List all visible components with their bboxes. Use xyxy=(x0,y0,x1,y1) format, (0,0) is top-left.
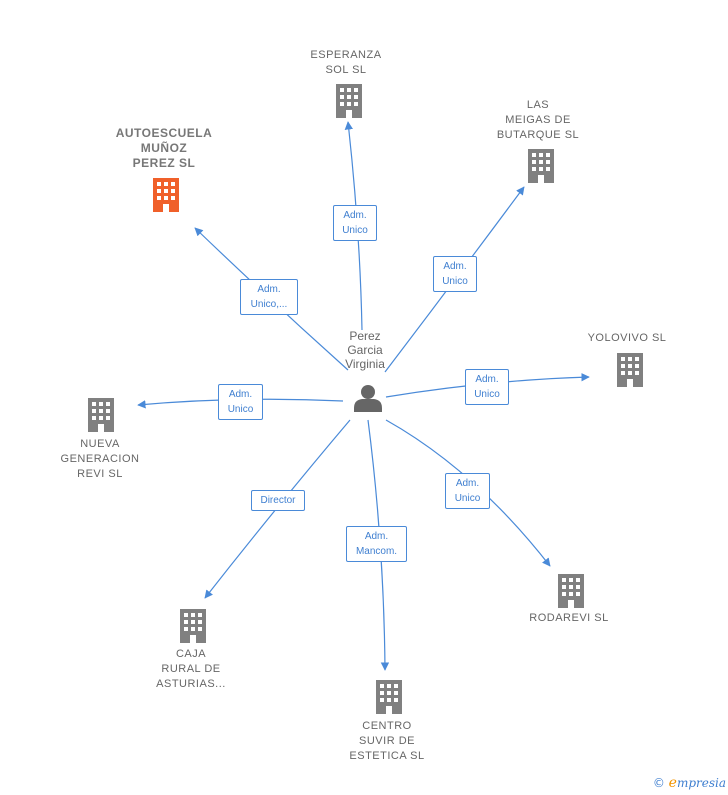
autoescuela-building-icon[interactable] xyxy=(153,178,179,212)
caja-building-icon[interactable] xyxy=(180,609,206,643)
company-label-centro[interactable]: CENTRO SUVIR DE ESTETICA SL xyxy=(349,720,425,762)
yolovivo-building-icon[interactable] xyxy=(617,353,643,387)
centro-building-icon[interactable] xyxy=(376,680,402,714)
role-label-esperanza[interactable]: Adm. Unico xyxy=(333,205,377,241)
role-label-rodarevi[interactable]: Adm. Unico xyxy=(445,473,490,509)
role-label-caja[interactable]: Director xyxy=(251,490,305,511)
person-icon[interactable] xyxy=(354,385,382,412)
company-label-meigas[interactable]: LAS MEIGAS DE BUTARQUE SL xyxy=(496,99,580,141)
role-label-autoescuela[interactable]: Adm. Unico,... xyxy=(240,279,298,315)
company-label-esperanza[interactable]: ESPERANZA SOL SL xyxy=(310,49,382,76)
brand-footer: © empresia xyxy=(653,775,726,791)
company-label-nueva[interactable]: NUEVA GENERACION REVI SL xyxy=(60,438,140,480)
copyright-symbol: © xyxy=(652,776,665,790)
center-person-label[interactable]: Perez Garcia Virginia xyxy=(345,329,385,371)
nueva-building-icon[interactable] xyxy=(88,398,114,432)
role-label-nueva[interactable]: Adm. Unico xyxy=(218,384,263,420)
company-label-caja[interactable]: CAJA RURAL DE ASTURIAS... xyxy=(156,648,226,690)
rodarevi-building-icon[interactable] xyxy=(558,574,584,608)
role-label-centro[interactable]: Adm. Mancom. xyxy=(346,526,407,562)
company-label-yolovivo[interactable]: YOLOVIVO SL xyxy=(587,332,667,344)
company-label-rodarevi[interactable]: RODAREVI SL xyxy=(529,612,609,624)
role-label-yolovivo[interactable]: Adm. Unico xyxy=(465,369,509,405)
brand-name: mpresia xyxy=(676,776,726,790)
role-label-meigas[interactable]: Adm. Unico xyxy=(433,256,477,292)
esperanza-building-icon[interactable] xyxy=(336,84,362,118)
meigas-building-icon[interactable] xyxy=(528,149,554,183)
brand-e: e xyxy=(668,775,677,791)
company-label-autoescuela[interactable]: AUTOESCUELA MUÑOZ PEREZ SL xyxy=(115,126,213,170)
